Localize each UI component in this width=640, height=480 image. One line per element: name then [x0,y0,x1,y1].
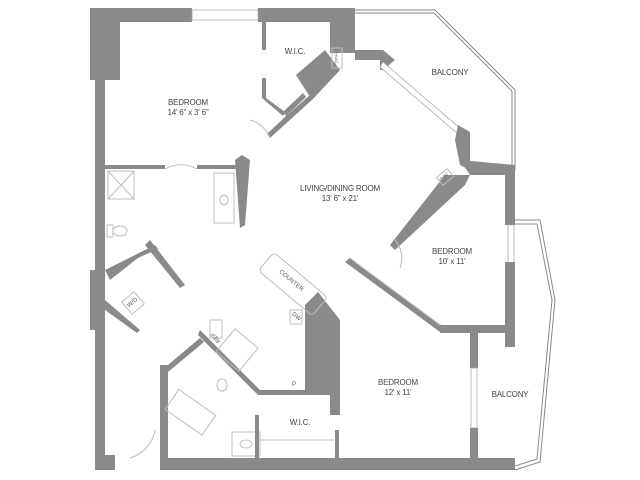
balcony-outlines [355,9,556,471]
hvac-1-label: HVAC [333,53,339,64]
balcony-2-label: BALCONY [491,390,529,399]
balcony-1-label: BALCONY [431,68,469,77]
pantry-label: P [292,382,297,388]
bedroom-3-name: BEDROOM [378,378,418,387]
interior-walls [105,20,515,468]
master-bedroom-size: 14' 6" x 3' 6" [167,108,209,117]
wic-2-label: W.I.C. [289,418,311,427]
bedroom-3-size: 12' x 11' [384,388,412,397]
master-bedroom-name: BEDROOM [168,98,208,107]
bedroom-2-size: 10' x 11' [438,257,466,266]
wic-1-label: W.I.C. [284,47,306,56]
bedroom-2-name: BEDROOM [432,247,472,256]
living-dining-name: LIVING/DINING ROOM [300,184,380,193]
hvac-units [331,47,455,187]
living-dining-size: 13' 6" x 21' [321,194,359,203]
